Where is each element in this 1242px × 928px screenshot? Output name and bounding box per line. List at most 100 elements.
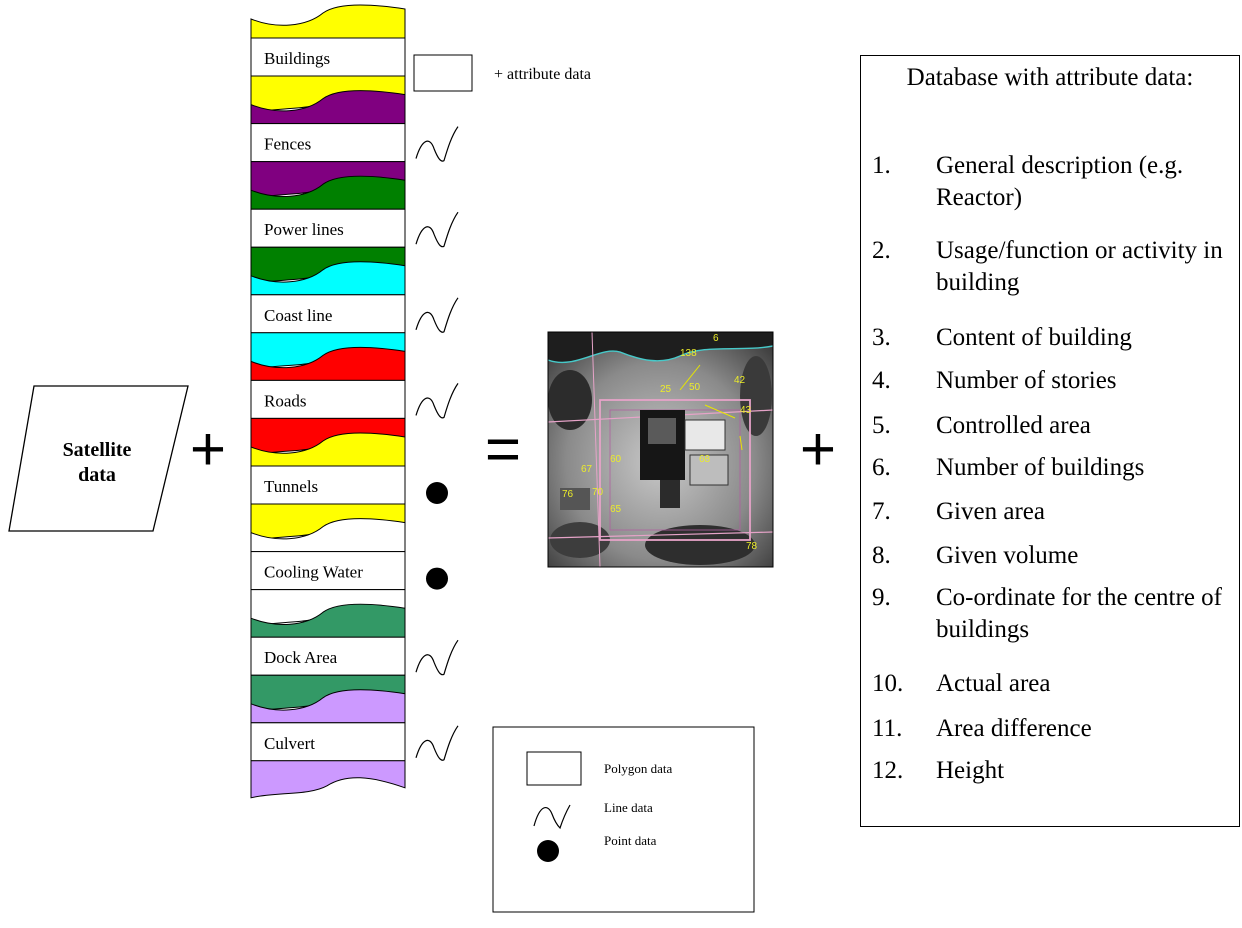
- line-data-icon: [415, 383, 459, 419]
- layer-band-top: [250, 432, 406, 467]
- layer-buildings: Buildings: [250, 4, 406, 114]
- legend: Polygon data Line data Point data: [492, 726, 755, 913]
- map-label: 70: [592, 487, 604, 498]
- map-label: 76: [562, 489, 574, 500]
- database-item: 3. Content of building: [872, 322, 1132, 354]
- legend-line-symbol: [533, 804, 571, 830]
- database-item-text: Content of building: [936, 324, 1132, 351]
- layer-cooling-water: Cooling Water: [250, 518, 448, 628]
- map-label: 138: [680, 348, 697, 359]
- database-title: Database with attribute data:: [906, 64, 1194, 91]
- database-item-number: 9.: [872, 584, 891, 611]
- layer-fences: Fences: [250, 90, 459, 200]
- layer-label: Dock Area: [264, 648, 338, 667]
- point-data-icon: [426, 482, 448, 504]
- legend-point-symbol: [537, 840, 559, 862]
- polygon-symbol: [413, 54, 473, 92]
- layer-band-top: [250, 261, 406, 296]
- database-item: 11. Area difference: [872, 713, 1092, 745]
- map-label: 42: [734, 375, 746, 386]
- satellite-data-input: Satellite data: [8, 385, 189, 532]
- database-item: 5.Controlled area: [872, 410, 1091, 442]
- satellite-label-line1: Satellite: [63, 439, 132, 461]
- layer-band-top: [250, 346, 406, 381]
- layer-band-top: [250, 4, 406, 39]
- layer-band-top: [250, 689, 406, 724]
- attribute-data-note: + attribute data: [413, 54, 591, 92]
- database-item-number: 2.: [872, 237, 891, 264]
- layer-band-top: [250, 603, 406, 638]
- layer-power-lines: Power lines: [250, 175, 459, 285]
- plus-operator-1: +: [190, 415, 226, 484]
- layer-label: Roads: [264, 391, 307, 410]
- layer-label: Fences: [264, 135, 311, 154]
- database-item: 10.Actual area: [872, 668, 1051, 700]
- legend-polygon-label: Polygon data: [604, 761, 672, 776]
- database-item: 6. Number of buildings: [872, 452, 1144, 484]
- database-item: 9. Co-ordinate for the centre of building…: [872, 582, 1234, 646]
- legend-line-label: Line data: [604, 800, 653, 815]
- layer-label-box: [250, 465, 406, 505]
- point-data-icon: [426, 567, 448, 590]
- attribute-data-label: + attribute data: [494, 66, 591, 83]
- layer-label-box: [250, 208, 406, 248]
- map-label: 50: [689, 382, 701, 393]
- database-item: 7. Given area: [872, 496, 1045, 528]
- layer-label-box: [250, 379, 406, 419]
- database-item: 12. Height: [872, 755, 1004, 787]
- database-item-text: Number of buildings: [936, 454, 1145, 481]
- database-item-number: 3.: [872, 324, 891, 351]
- layer-label-box: [250, 294, 406, 334]
- map-label: 68: [699, 454, 711, 465]
- layer-label: Culvert: [264, 734, 315, 753]
- database-item: 2.Usage/function or activity in building: [872, 235, 1234, 299]
- database-item-number: 8.: [872, 542, 891, 569]
- layer-band-top: [250, 90, 406, 125]
- database-item-text: Co-ordinate for the centre of buildings: [936, 584, 1222, 643]
- database-item-number: 4.: [872, 367, 891, 394]
- database-item-number: 12.: [872, 757, 904, 784]
- database-item-text: Number of stories: [936, 367, 1117, 394]
- database-item: 8. Given volume: [872, 540, 1078, 572]
- line-data-icon: [415, 126, 459, 162]
- map-label: 43: [740, 405, 752, 416]
- database-item: 1. General description (e.g. Reactor): [872, 150, 1234, 214]
- layer-label: Buildings: [264, 49, 330, 68]
- database-item-text: Given area: [936, 498, 1045, 525]
- layer-band-top: [250, 175, 406, 210]
- database-item-number: 6.: [872, 454, 891, 481]
- line-data-icon: [415, 211, 459, 248]
- database-item-number: 7.: [872, 498, 891, 525]
- database-item-text: General description (e.g. Reactor): [936, 152, 1184, 211]
- layer-dock-area: Dock Area: [250, 603, 459, 713]
- layer-label-box: [250, 123, 406, 163]
- plus-operator-2: +: [800, 415, 836, 484]
- line-data-icon: [415, 297, 459, 333]
- database-item-number: 11.: [872, 715, 903, 742]
- layer-band-top: [250, 518, 406, 553]
- database-item-number: 5.: [872, 412, 891, 439]
- equals-operator: =: [485, 415, 521, 484]
- database-item-number: 10.: [872, 670, 904, 697]
- map-label: 60: [610, 454, 622, 465]
- layer-label: Tunnels: [264, 477, 318, 496]
- database-item: 4. Number of stories: [872, 365, 1117, 397]
- layer-label: Power lines: [264, 220, 344, 239]
- map-label: 67: [581, 464, 593, 475]
- layer-roads: Roads: [250, 346, 459, 457]
- layer-tunnels: Tunnels: [250, 432, 448, 542]
- layer-band-bottom: [250, 760, 406, 799]
- database-item-text: Given volume: [936, 542, 1079, 569]
- database-item-text: Area difference: [936, 715, 1092, 742]
- line-data-icon: [415, 725, 459, 761]
- map-label: 25: [660, 384, 672, 395]
- layer-label: Cooling Water: [264, 563, 363, 582]
- database-item-number: 1.: [872, 152, 891, 179]
- map-label: 6: [713, 333, 719, 344]
- database-item-text: Height: [936, 757, 1005, 784]
- layer-coast-line: Coast line: [250, 261, 459, 371]
- map-label: 78: [746, 541, 758, 552]
